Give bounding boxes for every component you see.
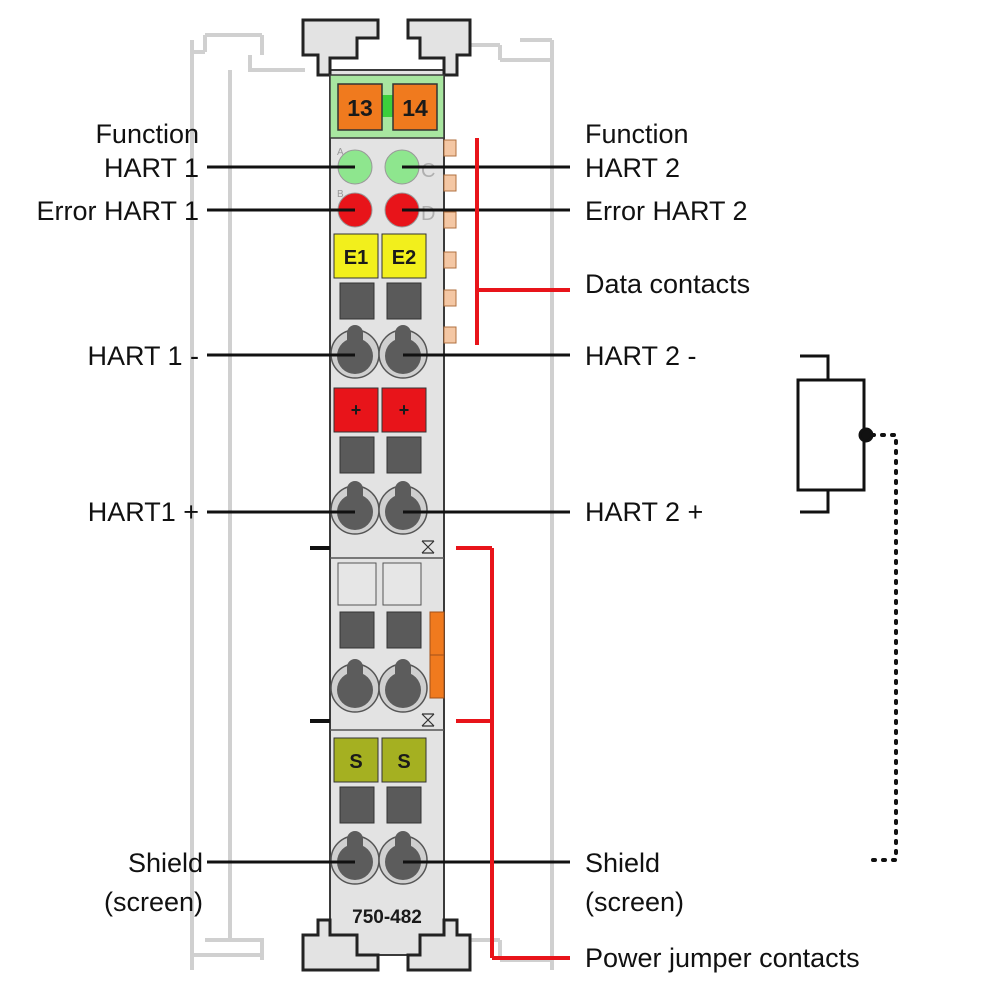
svg-text:A: A	[337, 147, 344, 158]
label-function-hart2-l2: HART 2	[585, 153, 680, 183]
label-hart2-minus: HART 2 -	[585, 341, 697, 371]
svg-text:+: +	[351, 400, 362, 420]
power-jumper-callout	[456, 546, 570, 960]
label-shield-right-l2: (screen)	[585, 887, 684, 917]
svg-text:13: 13	[347, 95, 373, 121]
resistor-symbol	[796, 354, 898, 862]
clamp-hart1-plus	[330, 481, 380, 535]
label-power-jumper-contacts: Power jumper contacts	[585, 943, 860, 973]
svg-text:S: S	[397, 751, 410, 773]
svg-text:E2: E2	[392, 247, 416, 269]
release-buttons-row-2	[339, 436, 422, 474]
label-function-hart1-l1: Function	[95, 119, 199, 149]
release-buttons-row-4	[339, 786, 422, 824]
clamp-shield-1	[330, 831, 380, 885]
svg-text:S: S	[349, 751, 362, 773]
power-jumper-section	[310, 540, 445, 731]
label-function-hart1-l2: HART 1	[104, 153, 199, 183]
svg-text:B: B	[337, 189, 344, 200]
svg-text:E1: E1	[344, 247, 368, 269]
marker-e2: E2	[381, 233, 427, 279]
label-data-contacts: Data contacts	[585, 269, 750, 299]
label-error-hart1: Error HART 1	[36, 196, 199, 226]
svg-text:14: 14	[402, 95, 428, 121]
label-shield-left-l1: Shield	[128, 848, 203, 878]
svg-text:D: D	[421, 203, 435, 225]
label-error-hart2: Error HART 2	[585, 196, 748, 226]
channel-14-marker: 14	[392, 83, 438, 131]
label-hart1-minus: HART 1 -	[87, 341, 199, 371]
data-contact-pads	[443, 139, 457, 344]
marker-plus-2: +	[381, 387, 427, 433]
channel-13-marker: 13	[337, 83, 383, 131]
svg-text:C: C	[421, 160, 435, 182]
release-buttons-row-1	[339, 282, 422, 320]
marker-e1: E1	[333, 233, 379, 279]
label-shield-left-l2: (screen)	[104, 887, 203, 917]
marker-plus-1: +	[333, 387, 379, 433]
marker-s1: S	[333, 737, 379, 783]
label-function-hart2-l1: Function	[585, 119, 689, 149]
label-shield-right-l1: Shield	[585, 848, 660, 878]
label-hart1-plus: HART1 +	[88, 497, 199, 527]
data-contacts-callout	[475, 138, 570, 345]
marker-s2: S	[381, 737, 427, 783]
din-rail	[190, 33, 554, 970]
svg-text:+: +	[399, 400, 410, 420]
label-hart2-plus: HART 2 +	[585, 497, 703, 527]
leader-lines	[207, 165, 570, 864]
model-number: 750-482	[352, 907, 422, 928]
